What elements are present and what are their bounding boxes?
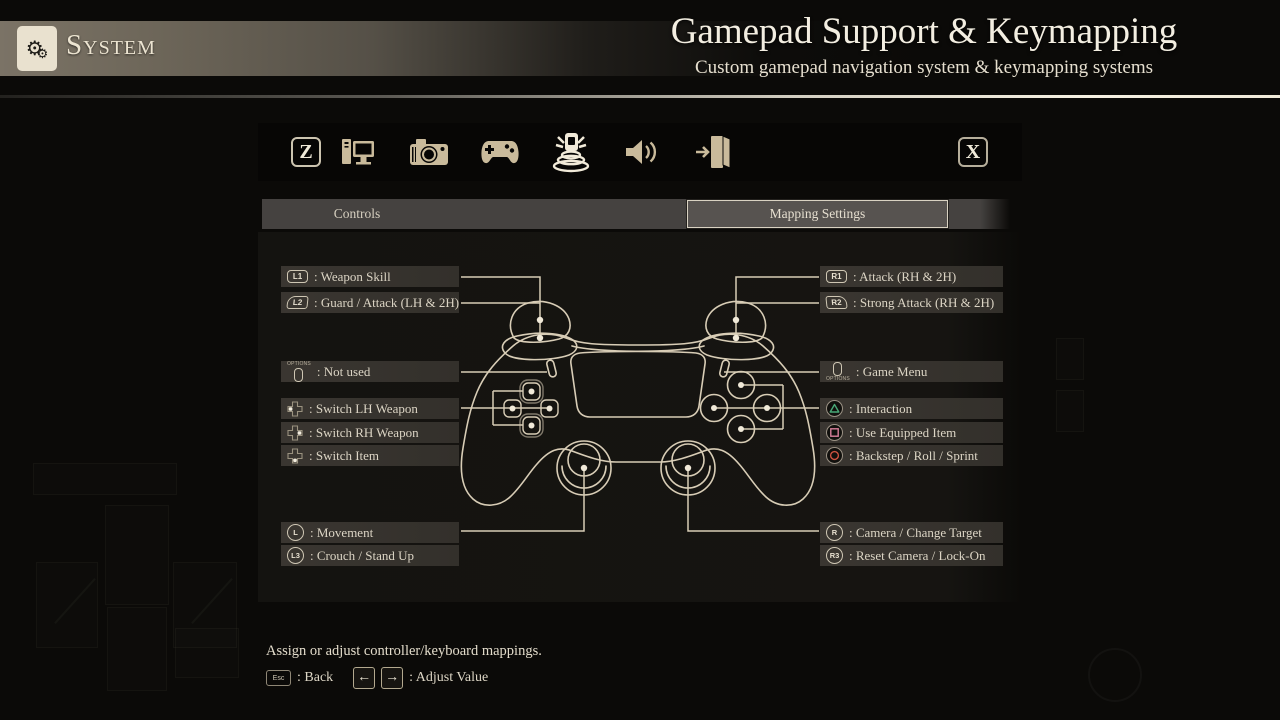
- mapping-row-crouch[interactable]: L3 : Crouch / Stand Up: [281, 545, 459, 566]
- l1-button-icon: L1: [287, 270, 308, 283]
- l-stick-icon: L: [287, 524, 304, 541]
- back-hint-label: : Back: [297, 670, 334, 685]
- page-subtitle: Custom gamepad navigation system & keyma…: [694, 56, 1154, 78]
- mapping-label: : Camera / Change Target: [849, 524, 982, 540]
- mapping-label: : Crouch / Stand Up: [310, 547, 414, 563]
- mapping-label: : Backstep / Roll / Sprint: [849, 447, 978, 463]
- left-arrow-key-icon: ←: [353, 667, 376, 689]
- background-ghost-slot: [105, 505, 169, 605]
- mapping-label: : Strong Attack (RH & 2H): [853, 294, 995, 310]
- tab-mapping-settings[interactable]: Mapping Settings: [687, 200, 948, 228]
- r1-button-icon: R1: [826, 270, 847, 283]
- mapping-row-interaction[interactable]: : Interaction: [820, 398, 1003, 419]
- options-caption: OPTIONS: [826, 375, 850, 382]
- z-key-label: Z: [291, 137, 321, 167]
- mapping-label: : Interaction: [849, 400, 913, 416]
- background-ghost-slot: [107, 607, 167, 691]
- l2-button-icon: L2: [286, 296, 309, 309]
- options-button-icon: OPTIONS: [287, 360, 311, 382]
- gamepad-icon[interactable]: [480, 138, 520, 166]
- right-arrow-key-icon: →: [381, 667, 404, 689]
- gear-glyph: ⚙: [25, 37, 44, 60]
- mapping-label: : Use Equipped Item: [849, 424, 957, 440]
- options-caption: OPTIONS: [287, 360, 311, 367]
- background-ghost-circle: [1088, 648, 1142, 702]
- speaker-icon[interactable]: [624, 136, 660, 168]
- background-ghost-slot: [1056, 338, 1084, 380]
- mapping-row-game-menu[interactable]: OPTIONS : Game Menu: [820, 361, 1003, 382]
- title-block: Gamepad Support & Keymapping Custom game…: [620, 11, 1228, 79]
- background-ghost-slot: [36, 562, 98, 648]
- options-button-icon: OPTIONS: [826, 361, 850, 382]
- mapping-label: : Guard / Attack (LH & 2H): [314, 294, 460, 310]
- background-ghost-slot: [1056, 390, 1084, 432]
- dpad-down-icon: [287, 447, 303, 464]
- pc-display-icon[interactable]: [340, 136, 376, 168]
- system-label: System: [66, 29, 156, 61]
- dpad-left-icon: [287, 400, 303, 417]
- tab-bar: Controls Mapping Settings: [262, 199, 1010, 229]
- mapping-label: : Weapon Skill: [314, 268, 391, 284]
- background-ghost-slot: [175, 628, 239, 678]
- mapping-row-weapon-skill[interactable]: L1 : Weapon Skill: [281, 266, 459, 287]
- options-pill: [294, 367, 304, 382]
- circle-button-icon: [826, 447, 843, 464]
- mapping-row-switch-lh[interactable]: : Switch LH Weapon: [281, 398, 459, 419]
- r2-button-icon: R2: [825, 296, 848, 309]
- mapping-row-backstep[interactable]: : Backstep / Roll / Sprint: [820, 445, 1003, 466]
- settings-category-bar: Z: [258, 123, 1022, 181]
- system-header-bar: ⚙⚙ System: [0, 21, 980, 76]
- tab-controls[interactable]: Controls: [333, 206, 381, 221]
- esc-key-icon: Esc: [266, 670, 291, 686]
- mapping-row-switch-item[interactable]: : Switch Item: [281, 445, 459, 466]
- footer-description: Assign or adjust controller/keyboard map…: [266, 643, 542, 659]
- camera-icon[interactable]: [409, 136, 449, 168]
- x-key-label: X: [958, 137, 988, 167]
- vibration-icon[interactable]: [548, 131, 594, 173]
- mapping-row-reset-camera[interactable]: R3 : Reset Camera / Lock-On: [820, 545, 1003, 566]
- adjust-hint-label: : Adjust Value: [409, 670, 489, 685]
- mapping-row-switch-rh[interactable]: : Switch RH Weapon: [281, 422, 459, 443]
- mapping-label: : Attack (RH & 2H): [853, 268, 957, 284]
- mapping-label: : Switch LH Weapon: [309, 400, 418, 416]
- mapping-row-strong-attack[interactable]: R2 : Strong Attack (RH & 2H): [820, 292, 1003, 313]
- header-divider: [0, 95, 1280, 98]
- x-key-button[interactable]: X: [958, 137, 988, 167]
- mapping-row-not-used[interactable]: OPTIONS : Not used: [281, 361, 459, 382]
- exit-door-icon[interactable]: [694, 134, 732, 170]
- footer-hints: Esc : Back ← → : Adjust Value: [266, 667, 488, 689]
- mapping-row-use-item[interactable]: : Use Equipped Item: [820, 422, 1003, 443]
- mapping-row-camera[interactable]: R : Camera / Change Target: [820, 522, 1003, 543]
- options-pill: [833, 361, 843, 376]
- z-key-button[interactable]: Z: [291, 137, 321, 167]
- system-gears-icon: ⚙⚙: [17, 26, 57, 71]
- l3-button-icon: L3: [287, 547, 304, 564]
- square-button-icon: [826, 424, 843, 441]
- background-ghost-slot: [173, 562, 237, 648]
- mapping-row-attack[interactable]: R1 : Attack (RH & 2H): [820, 266, 1003, 287]
- mapping-label: : Reset Camera / Lock-On: [849, 547, 986, 563]
- mapping-label: : Switch Item: [309, 447, 380, 463]
- mapping-label: : Switch RH Weapon: [309, 424, 419, 440]
- mapping-row-movement[interactable]: L : Movement: [281, 522, 459, 543]
- mapping-label: : Not used: [316, 363, 371, 379]
- mapping-label: : Movement: [310, 524, 374, 540]
- r-stick-icon: R: [826, 524, 843, 541]
- background-ghost-panel: [33, 463, 177, 495]
- mapping-label: : Game Menu: [855, 363, 928, 379]
- dpad-right-icon: [287, 424, 303, 441]
- triangle-button-icon: [826, 400, 843, 417]
- gear-glyph-small: ⚙: [36, 46, 49, 61]
- mapping-row-guard-attack[interactable]: L2 : Guard / Attack (LH & 2H): [281, 292, 459, 313]
- r3-button-icon: R3: [826, 547, 843, 564]
- page-title: Gamepad Support & Keymapping: [670, 11, 1178, 52]
